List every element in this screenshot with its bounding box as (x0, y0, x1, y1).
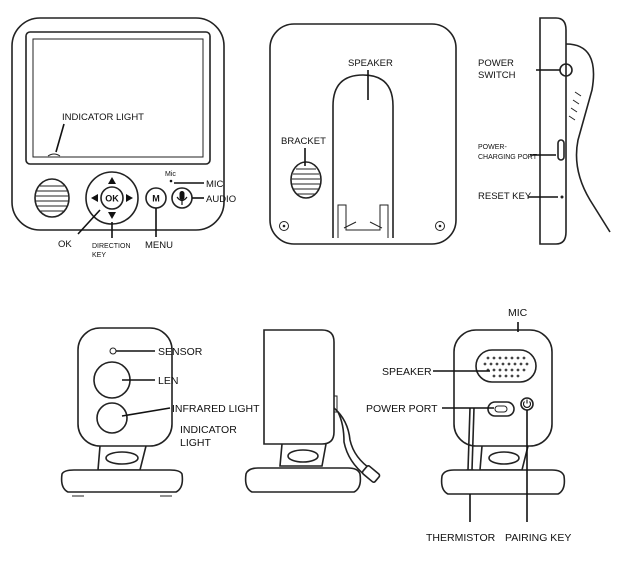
stand-foot (337, 204, 389, 238)
power-icon (522, 399, 532, 408)
stand-outline (332, 74, 394, 238)
screw-left (279, 221, 289, 231)
direction-key-label-2: KEY (92, 252, 106, 259)
camera-side-neck (279, 443, 327, 467)
bracket-label: BRACKET (281, 136, 326, 147)
mic-marking: Mic (165, 171, 176, 178)
back-speaker-label: SPEAKER (348, 58, 393, 69)
power-switch-label-2: SWITCH (478, 70, 516, 81)
power-port-label: POWER PORT (366, 403, 438, 415)
camera-indicator-label-2: LIGHT (180, 437, 212, 449)
screw-right (435, 221, 445, 231)
pairing-key-label: PAIRING KEY (505, 532, 571, 544)
infrared-light (96, 402, 128, 434)
camera-mic-label: MIC (508, 307, 528, 319)
camera-indicator-label-1: INDICATOR (180, 424, 237, 436)
camera-front-body (77, 327, 173, 447)
camera-side-cable (333, 407, 373, 471)
parent-unit-side: POWER SWITCH POWER- CHARGING PORT RESET … (478, 17, 611, 245)
menu-button[interactable]: M (145, 187, 167, 209)
bracket-grille (290, 161, 322, 199)
menu-button-label: M (152, 194, 160, 204)
reset-key-label: RESET KEY (478, 191, 532, 202)
camera-side-base (244, 467, 362, 493)
camera-speaker-label: SPEAKER (382, 366, 432, 378)
indicator-light-leader (55, 123, 65, 153)
parent-unit-front: INDICATOR LIGHT OK M (11, 17, 236, 259)
mic-label: MIC (206, 179, 224, 190)
camera-unit-back: MIC SPEAKER POWER PORT THERMISTOR PAIRIN… (366, 307, 571, 544)
sensor-label: SENSOR (158, 346, 203, 358)
arrow-right-icon[interactable] (126, 194, 133, 202)
charging-port-label-1: POWER- (478, 144, 507, 151)
screen-bezel (25, 31, 211, 165)
power-port[interactable] (487, 401, 515, 417)
speaker-grille-left (34, 178, 70, 218)
mic-hole (169, 179, 173, 183)
audio-button[interactable] (171, 187, 193, 209)
ok-button-label: OK (105, 194, 119, 204)
audio-label: AUDIO (206, 194, 236, 205)
arrow-up-icon[interactable] (108, 177, 116, 184)
charging-port-label-2: CHARGING PORT (478, 154, 538, 161)
parent-unit-back: SPEAKER BRACKET (269, 23, 457, 245)
camera-side-body (263, 329, 335, 445)
thermistor-cable (467, 407, 471, 471)
infrared-leader (121, 407, 171, 417)
side-clip (565, 43, 611, 233)
camera-back-neck (479, 445, 529, 471)
camera-front-base (60, 469, 184, 493)
ok-label: OK (58, 239, 72, 250)
camera-side-button (333, 395, 338, 413)
camera-unit-front: SENSOR LEN INFRARED LIGHT INDICATOR LIGH… (60, 327, 260, 497)
screen (32, 38, 204, 158)
camera-unit-side (244, 329, 381, 493)
indicator-light-label: INDICATOR LIGHT (62, 112, 144, 123)
parent-back-body (269, 23, 457, 245)
menu-label: MENU (145, 240, 173, 251)
len-label: LEN (158, 375, 178, 387)
parent-front-body (11, 17, 225, 231)
charging-port[interactable] (557, 139, 565, 161)
ok-leader (77, 209, 101, 235)
camera-back-base (440, 469, 566, 495)
arrow-down-icon[interactable] (108, 212, 116, 219)
ok-button[interactable]: OK (100, 186, 124, 210)
microphone-icon (176, 191, 188, 205)
camera-side-probe (361, 465, 381, 483)
side-body (539, 17, 567, 245)
indicator-light-mark (47, 153, 61, 157)
infrared-light-label: INFRARED LIGHT (172, 403, 260, 415)
thermistor-label: THERMISTOR (426, 532, 496, 544)
power-switch-label-1: POWER (478, 58, 514, 69)
camera-speaker-grille (475, 349, 537, 383)
reset-key[interactable] (560, 195, 564, 199)
arrow-left-icon[interactable] (91, 194, 98, 202)
direction-key-label-1: DIRECTION (92, 243, 131, 250)
